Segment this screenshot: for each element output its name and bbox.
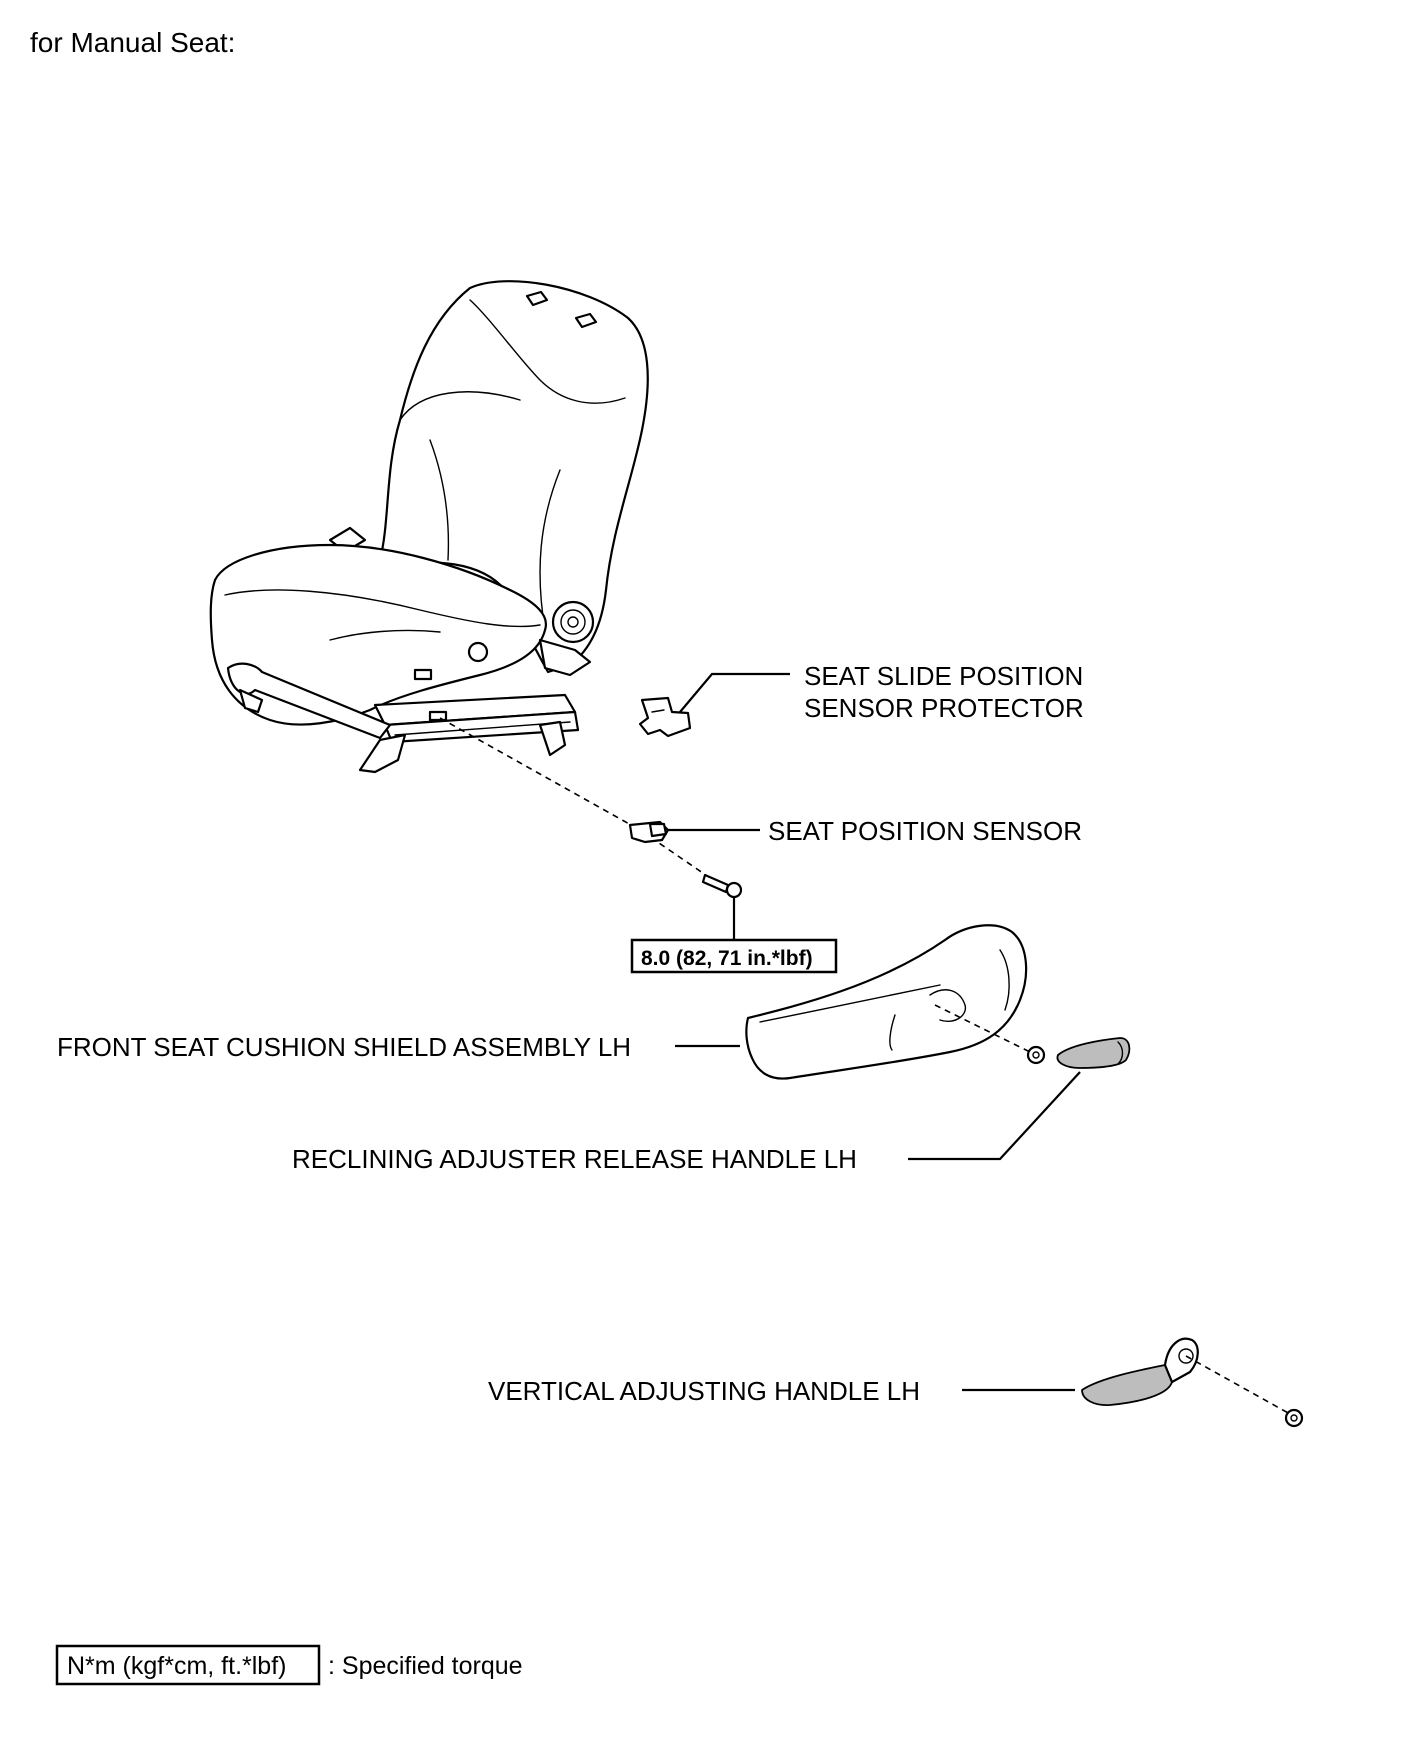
torque-legend: N*m (kgf*cm, ft.*lbf) : Specified torque (55, 1644, 523, 1686)
seat-front-foot (238, 688, 264, 714)
vertical-screw-head (1284, 1408, 1304, 1428)
recliner-disc (551, 600, 595, 644)
install-line-vertical-handle (1185, 1355, 1291, 1415)
page-heading: for Manual Seat: (30, 27, 235, 58)
sensor-connector (648, 822, 668, 838)
vertical-handle-hole (1178, 1348, 1194, 1364)
headrest-hole-right (574, 312, 598, 329)
release-handle-edge (1117, 1041, 1124, 1065)
seat-slide-position-sensor-protector (638, 696, 692, 738)
cushion-tab (413, 668, 433, 681)
seat-cushion-seam-2 (329, 629, 441, 641)
shield-handle-opening (929, 989, 967, 1022)
vertical-screw-center (1290, 1414, 1298, 1422)
seat-back-seam (469, 299, 626, 404)
seat-cushion-seam (224, 589, 541, 628)
install-line-handle (934, 1004, 1031, 1053)
seat-slide-rail-lower (383, 710, 580, 744)
seat-front-crossbar (226, 662, 392, 740)
seat-back-seam-right (539, 469, 561, 631)
headrest-hole-left (525, 290, 549, 307)
seat-leg-front (358, 733, 407, 774)
screw-center (1032, 1051, 1040, 1059)
reclining-adjuster-release-handle (1056, 1037, 1131, 1069)
recliner-bracket (538, 638, 592, 677)
vertical-handle-screw (1284, 1408, 1304, 1428)
front-seat-cushion-shield (745, 924, 1028, 1080)
seat-leg-rear (538, 720, 567, 757)
protector-leader (679, 672, 790, 713)
shield-body (745, 924, 1028, 1080)
sensor-bolt (701, 873, 743, 899)
cushion-hole (467, 641, 489, 663)
seat-assembly (209, 280, 649, 774)
label-protector-line2: SENSOR PROTECTOR (804, 693, 1084, 723)
torque-box (630, 938, 838, 974)
sensor-mount (428, 710, 448, 722)
seat-back-seam-left (429, 439, 450, 561)
shield-screw (1026, 1045, 1046, 1065)
bolt-head (725, 881, 743, 899)
label-vertical-adjusting-handle: VERTICAL ADJUSTING HANDLE LH (488, 1376, 920, 1406)
label-protector-line1: SEAT SLIDE POSITION (804, 661, 1083, 691)
seat-back-contour (399, 391, 521, 421)
legend-box (55, 1644, 321, 1686)
legend-description: : Specified torque (328, 1652, 523, 1680)
recliner-disc-hub (567, 616, 579, 628)
shield-contour-2 (889, 1014, 896, 1051)
label-front-seat-cushion-shield: FRONT SEAT CUSHION SHIELD ASSEMBLY LH (57, 1032, 631, 1062)
label-reclining-release-handle: RECLINING ADJUSTER RELEASE HANDLE LH (292, 1144, 857, 1174)
vertical-handle-grip (1081, 1364, 1173, 1406)
bolt-shank (701, 873, 730, 894)
torque-value: 8.0 (82, 71 in.*lbf) (641, 947, 813, 970)
label-seat-position-sensor: SEAT POSITION SENSOR (768, 816, 1082, 846)
release-handle-part (1056, 1037, 1131, 1069)
shield-contour-1 (759, 984, 941, 1023)
release-handle-leader (908, 1071, 1081, 1161)
recliner-disc-inner (560, 609, 586, 635)
vertical-adjusting-handle (1081, 1337, 1199, 1406)
shield-contour-3 (999, 949, 1010, 1011)
protector-detail (651, 709, 665, 713)
legend-unit: N*m (kgf*cm, ft.*lbf) (67, 1652, 286, 1680)
protector-part (638, 696, 692, 738)
seat-position-sensor (628, 820, 670, 844)
screw-head (1026, 1045, 1046, 1065)
install-line-sensor (439, 717, 736, 896)
